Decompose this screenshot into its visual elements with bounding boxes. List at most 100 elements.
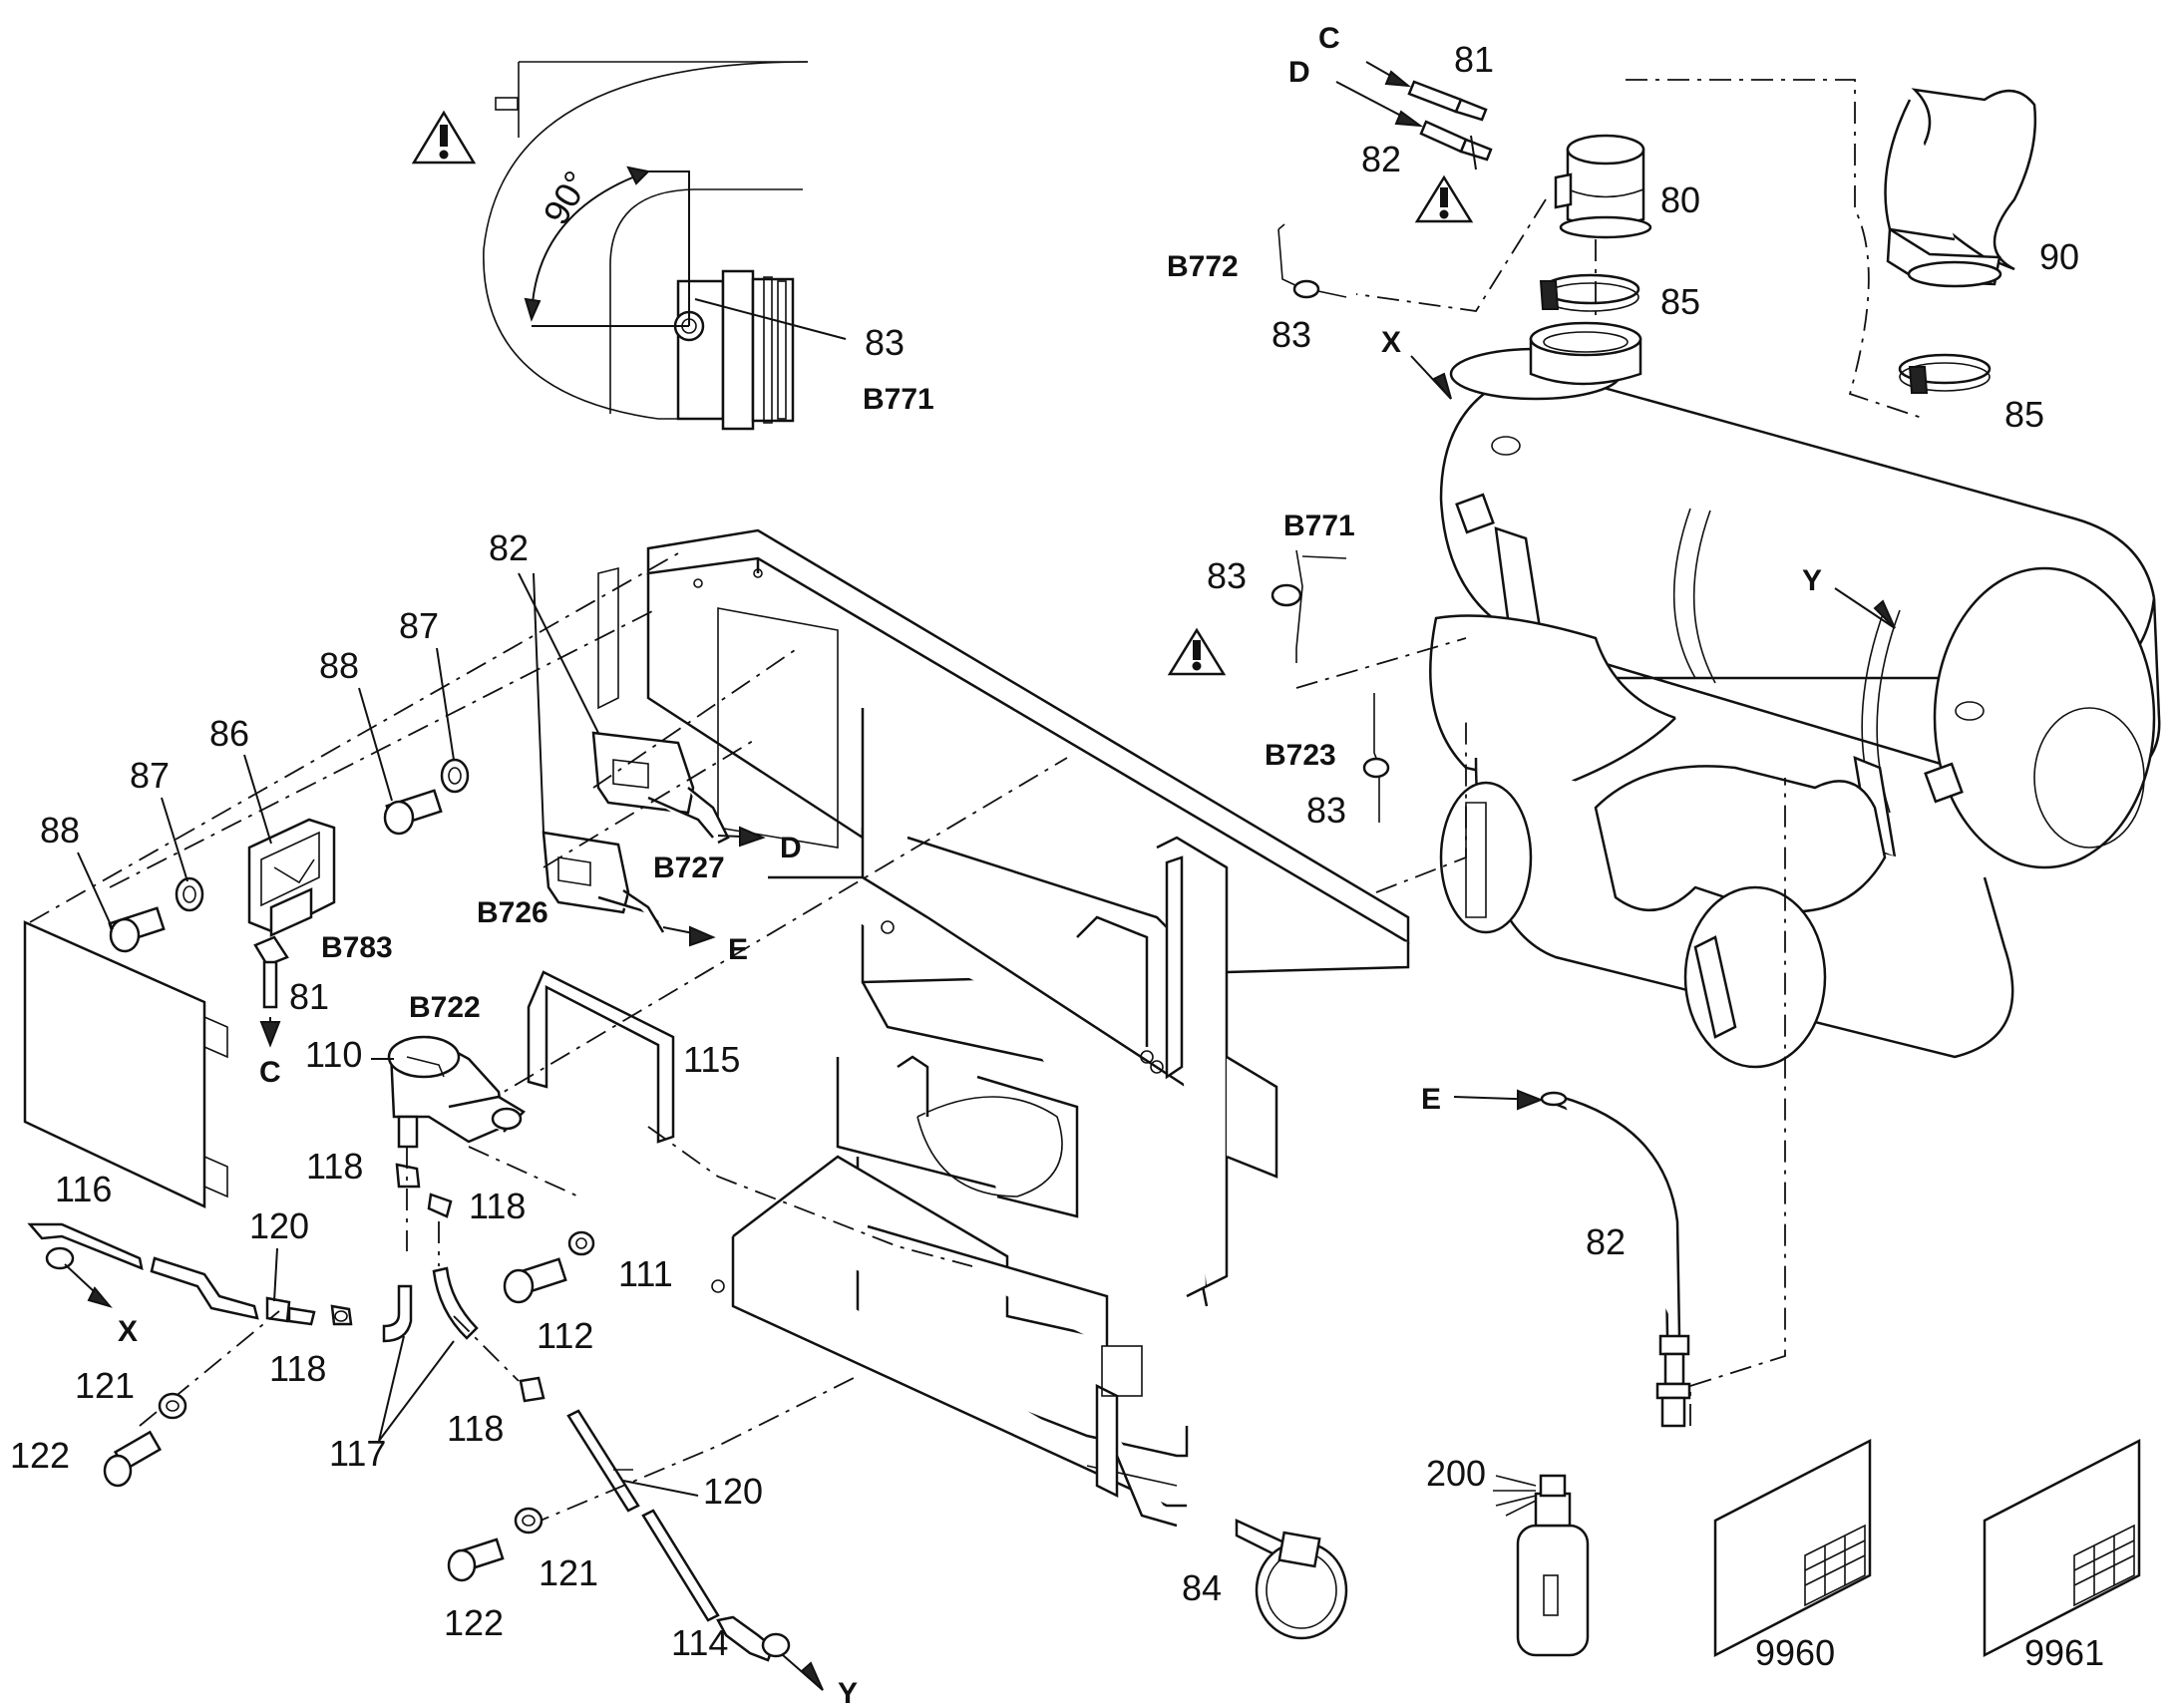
pipe-114 (566, 1409, 791, 1662)
washer-87-right (440, 758, 470, 794)
warning-triangle-icon (411, 110, 477, 165)
callout-118-d: 118 (447, 1408, 504, 1449)
frame-bracket (597, 528, 1410, 1528)
ref-d-top: D (1288, 56, 1310, 89)
clamp-85-upper (1539, 273, 1640, 312)
sensor-82-top (1335, 81, 1493, 162)
ref-e-lower: E (728, 933, 748, 966)
hose-117-left (382, 1284, 413, 1343)
callout-81-lower: 81 (289, 976, 329, 1017)
hose-117-right (432, 1266, 479, 1340)
callout-87-right: 87 (399, 605, 439, 646)
document-9960 (1713, 1438, 1872, 1658)
ref-c-lower: C (259, 1056, 281, 1089)
ref-c-top: C (1318, 22, 1340, 55)
callout-85-lower: 85 (2004, 394, 2044, 435)
bolt-88-left (108, 906, 166, 953)
washer-111 (567, 1230, 595, 1256)
callout-83-b771: 83 (1207, 555, 1247, 596)
callout-88-right: 88 (319, 645, 359, 686)
sensor-label-b771-main: B771 (1283, 510, 1355, 542)
detail-inset-sensor-angle (483, 61, 847, 431)
temperature-sensor-b771 (1271, 549, 1347, 663)
warning-triangle-icon (1167, 627, 1227, 676)
callout-87-left: 87 (130, 755, 170, 796)
temperature-sensor-b723 (1362, 693, 1390, 823)
clamp-85-lower (1898, 353, 1992, 394)
document-9961 (1983, 1438, 2141, 1658)
callout-112: 112 (537, 1315, 593, 1356)
callout-120-b: 120 (703, 1471, 763, 1512)
bolt-122-right (447, 1537, 505, 1582)
clamp-118-c (330, 1304, 353, 1326)
callout-9961: 9961 (2024, 1632, 2104, 1673)
ref-y-pipe: Y (838, 1677, 858, 1708)
angle-label: 90° (535, 164, 597, 231)
bolt-112 (503, 1257, 567, 1304)
washer-87-left (175, 876, 204, 912)
muffler-assembly (1429, 321, 2161, 1069)
sensor-81-top (1365, 61, 1488, 122)
warning-triangle-icon (1414, 174, 1474, 223)
sensor-label-b723: B723 (1265, 739, 1336, 772)
tube-90 (1884, 88, 2037, 288)
clamp-118-b (427, 1193, 453, 1218)
callout-81-top: 81 (1454, 39, 1494, 80)
callout-120-a: 120 (249, 1205, 309, 1246)
ref-x-muffler: X (1381, 326, 1401, 359)
callout-117: 117 (329, 1433, 386, 1474)
callout-85-upper: 85 (1660, 281, 1700, 322)
bolt-122-left (103, 1430, 163, 1488)
callout-82-upper: 82 (489, 527, 529, 568)
callout-116: 116 (55, 1169, 112, 1209)
mounting-plate (23, 920, 228, 1208)
ref-d-lower: D (780, 832, 802, 864)
sensor-label-b722: B722 (409, 991, 481, 1024)
sensor-label-b772: B772 (1167, 250, 1239, 283)
bolt-88-right (383, 789, 443, 836)
ecu-86 (247, 818, 336, 937)
callout-122-right: 122 (444, 1602, 504, 1643)
ref-x-pipe: X (118, 1315, 138, 1348)
pipe-elbow-80 (1554, 134, 1652, 239)
spray-bottle-200 (1493, 1474, 1590, 1657)
callout-118-a: 118 (306, 1146, 363, 1187)
sensor-label-b726: B726 (477, 896, 548, 929)
callout-110: 110 (305, 1034, 362, 1075)
connector-81-lower (253, 935, 289, 1009)
callout-90: 90 (2039, 236, 2079, 277)
callout-118-c: 118 (269, 1348, 326, 1389)
sensor-label-b771: B771 (863, 383, 934, 416)
ref-y-muffler: Y (1802, 564, 1822, 597)
callout-200: 200 (1426, 1453, 1486, 1494)
sensor-label-b727: B727 (653, 852, 725, 884)
clamp-118-d (519, 1376, 545, 1403)
callout-115: 115 (683, 1039, 740, 1080)
clamp-118-a (395, 1163, 421, 1189)
sensor-label-b783: B783 (321, 931, 393, 964)
callout-83: 83 (865, 322, 905, 363)
callout-121-left: 121 (75, 1365, 135, 1406)
callout-122-left: 122 (10, 1435, 70, 1476)
sensor-b726 (542, 831, 665, 933)
temperature-sensor-b772 (1277, 223, 1347, 299)
callout-118-b: 118 (469, 1186, 526, 1226)
callout-83-b772: 83 (1272, 314, 1311, 355)
sensor-b727 (591, 731, 730, 845)
callout-83-b723: 83 (1306, 790, 1346, 831)
callout-111: 111 (618, 1253, 673, 1294)
sensor-82-lower (1540, 1091, 1691, 1428)
callout-86: 86 (209, 713, 249, 754)
callout-84: 84 (1182, 1567, 1222, 1608)
ref-e-sensor: E (1421, 1083, 1441, 1116)
callout-88-left: 88 (40, 810, 80, 851)
callout-121-right: 121 (539, 1552, 598, 1593)
callout-82-lower: 82 (1586, 1221, 1626, 1262)
callout-82-top: 82 (1361, 139, 1401, 179)
callout-9960: 9960 (1755, 1632, 1835, 1673)
washer-121-left (158, 1392, 187, 1420)
bracket-115 (527, 970, 675, 1144)
pressure-sensor-b722 (387, 1035, 527, 1149)
washer-121-right (514, 1507, 544, 1535)
